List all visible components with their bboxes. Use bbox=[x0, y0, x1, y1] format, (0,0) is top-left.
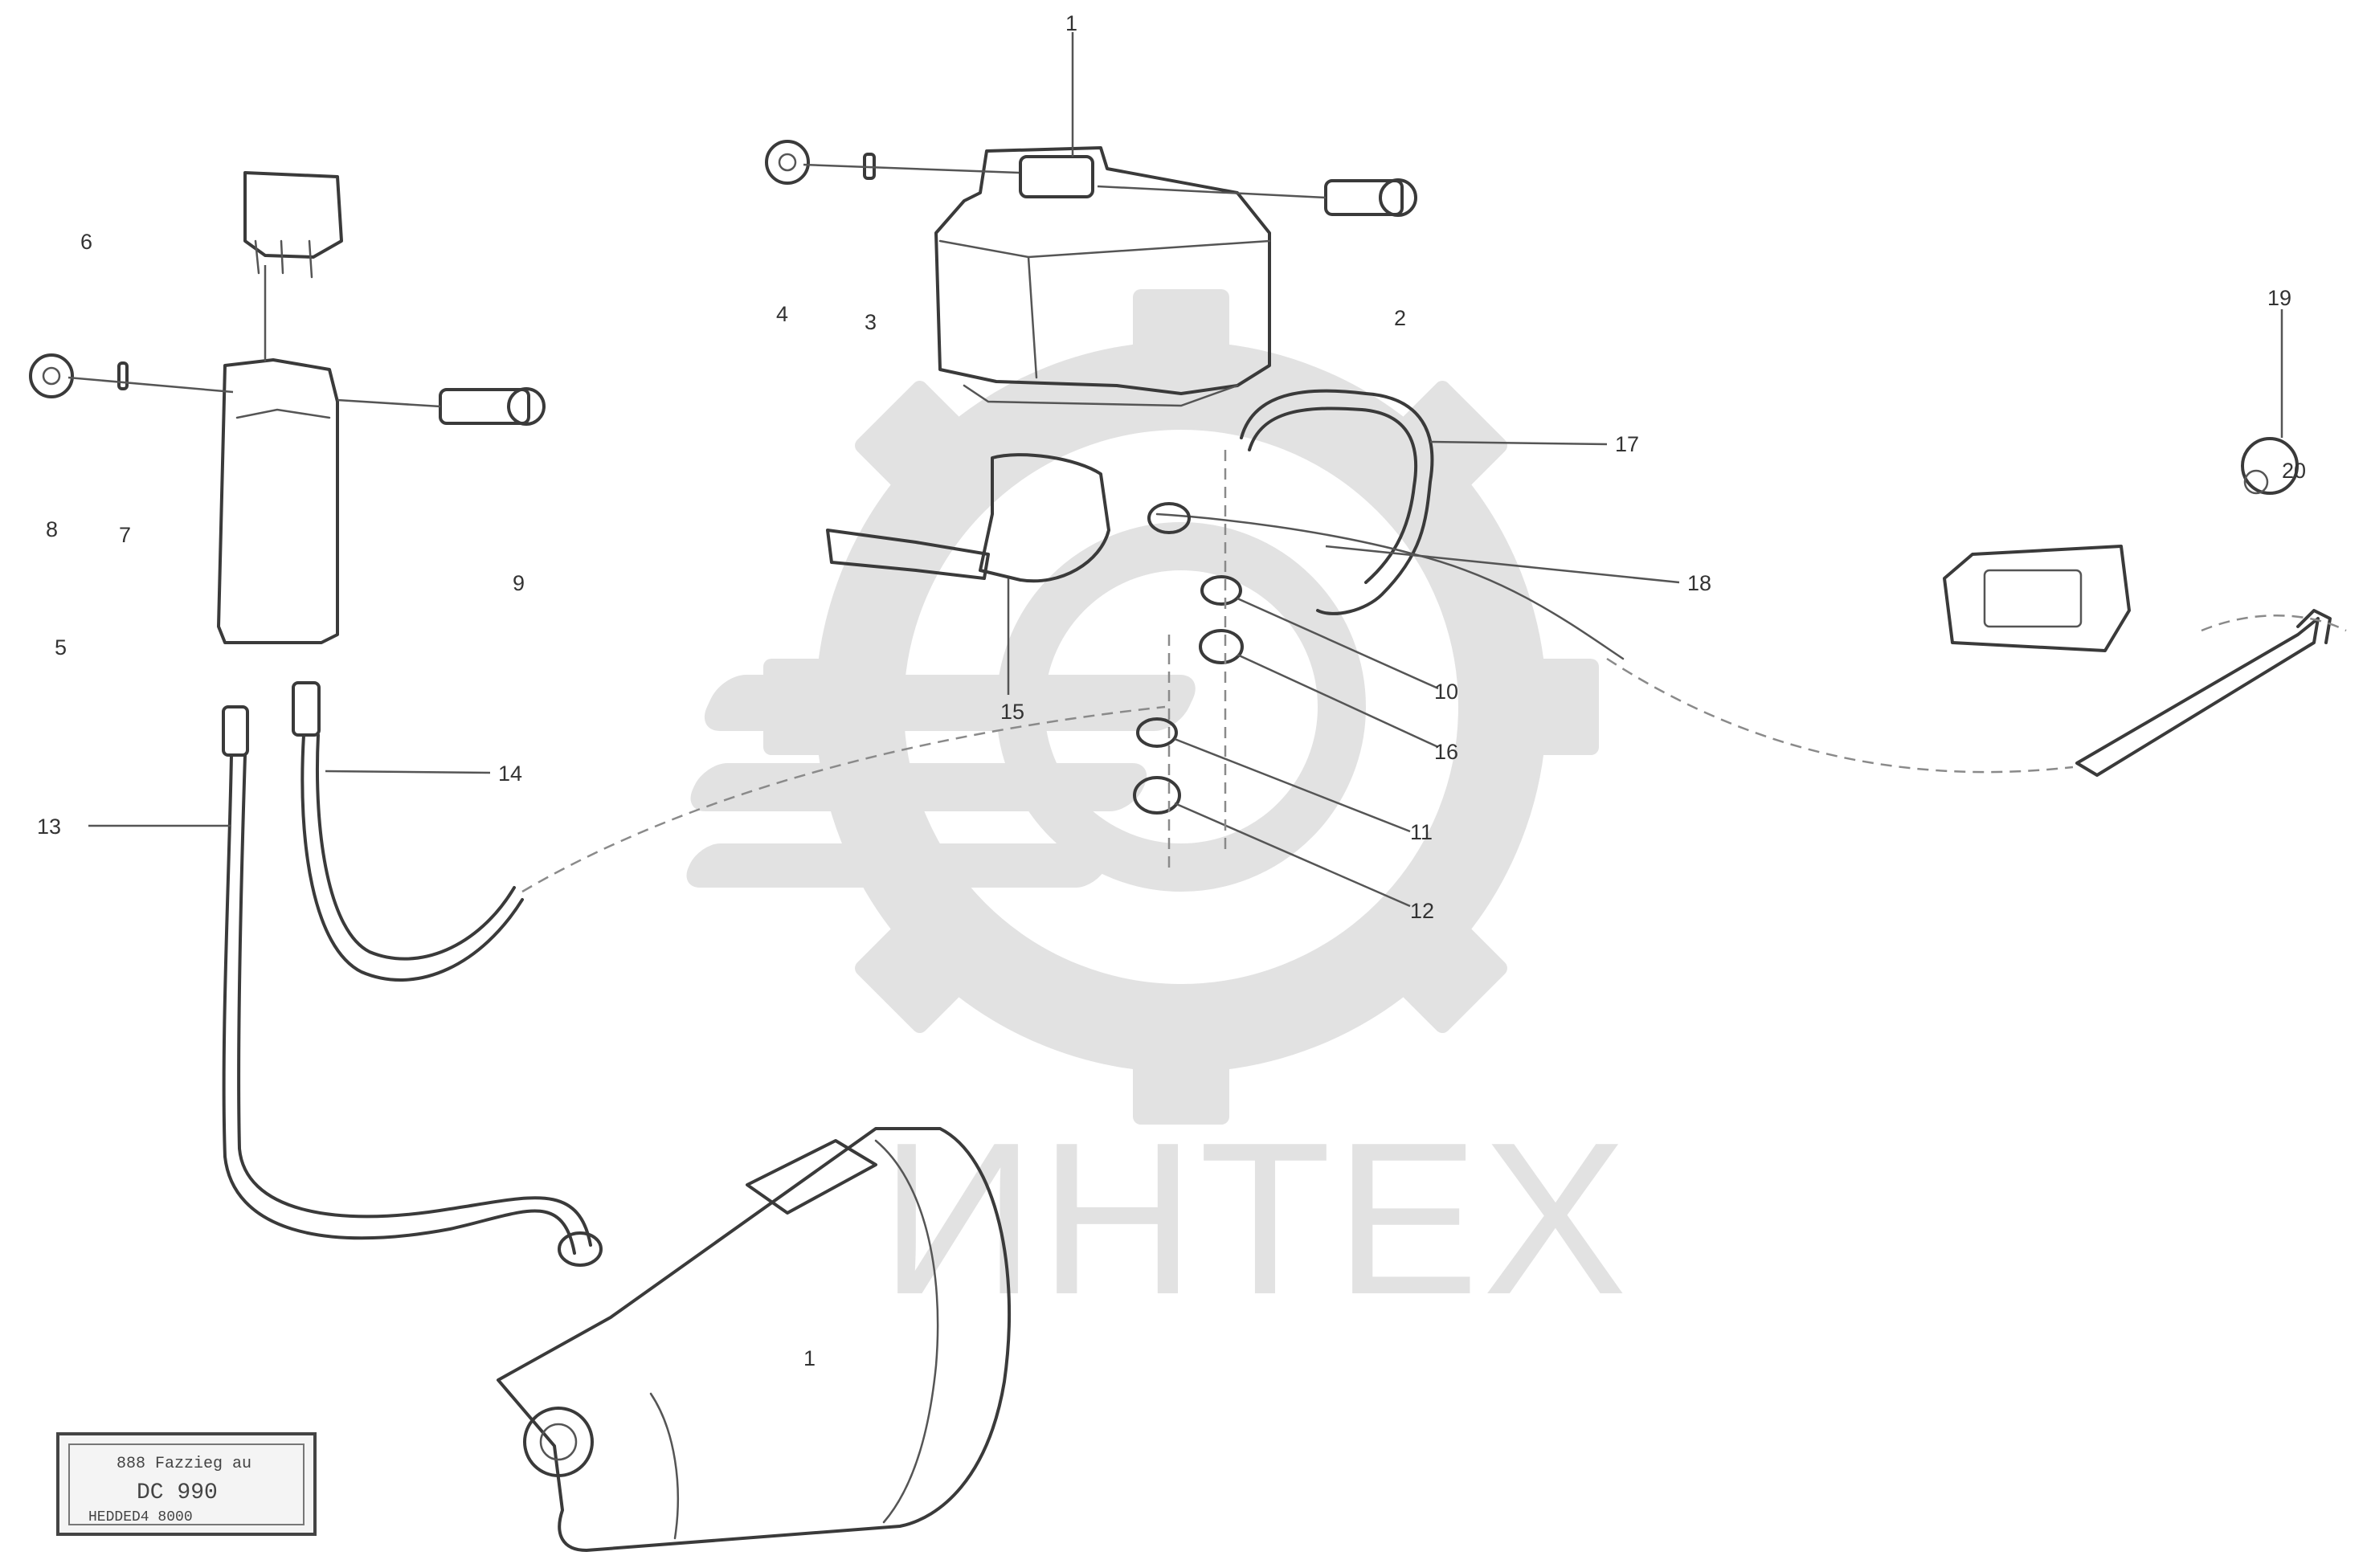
callout-5: 5 bbox=[55, 635, 67, 659]
callout-4: 4 bbox=[776, 302, 788, 326]
callout-19: 19 bbox=[2267, 286, 2291, 310]
part-starter-motor: 1 bbox=[497, 1127, 1012, 1552]
callout-10: 10 bbox=[1434, 680, 1458, 704]
callout-16: 16 bbox=[1434, 740, 1458, 764]
watermark-gear-icon: ИНТЕХ bbox=[686, 289, 1630, 1340]
identification-plate: 888 Fazzieg au DC 990 HEDDED4 8000 bbox=[56, 1432, 317, 1536]
callout-3: 3 bbox=[865, 310, 877, 334]
callout-13: 13 bbox=[37, 815, 61, 839]
starter-part-number: 1 bbox=[803, 1346, 816, 1370]
plate-line-1: 888 Fazzieg au bbox=[117, 1455, 251, 1473]
callout-20: 20 bbox=[2282, 459, 2306, 483]
callout-11: 11 bbox=[1410, 820, 1433, 844]
part-right-connector bbox=[1606, 309, 2347, 777]
callout-2: 2 bbox=[1394, 306, 1406, 330]
callout-6: 6 bbox=[80, 230, 92, 254]
callout-12: 12 bbox=[1410, 899, 1434, 923]
watermark-text: ИНТЕХ bbox=[880, 1098, 1630, 1340]
callout-18: 18 bbox=[1687, 571, 1711, 595]
callout-15: 15 bbox=[1000, 700, 1024, 724]
part-cables bbox=[88, 681, 1166, 1267]
callout-labels: 1 2 3 4 5 6 7 8 9 10 11 12 13 14 15 16 1… bbox=[37, 11, 2306, 923]
callout-8: 8 bbox=[46, 517, 58, 541]
callout-9: 9 bbox=[513, 571, 525, 595]
callout-7: 7 bbox=[119, 523, 131, 547]
part-control-unit-top bbox=[765, 32, 1417, 407]
part-relay-left bbox=[29, 171, 546, 644]
callout-14: 14 bbox=[498, 762, 522, 786]
plate-line-2: DC 990 bbox=[137, 1480, 218, 1505]
part-bracket-harness bbox=[826, 389, 1680, 908]
plate-line-3: HEDDED4 8000 bbox=[88, 1509, 193, 1525]
callout-17: 17 bbox=[1615, 432, 1639, 456]
callout-1: 1 bbox=[1065, 11, 1077, 35]
